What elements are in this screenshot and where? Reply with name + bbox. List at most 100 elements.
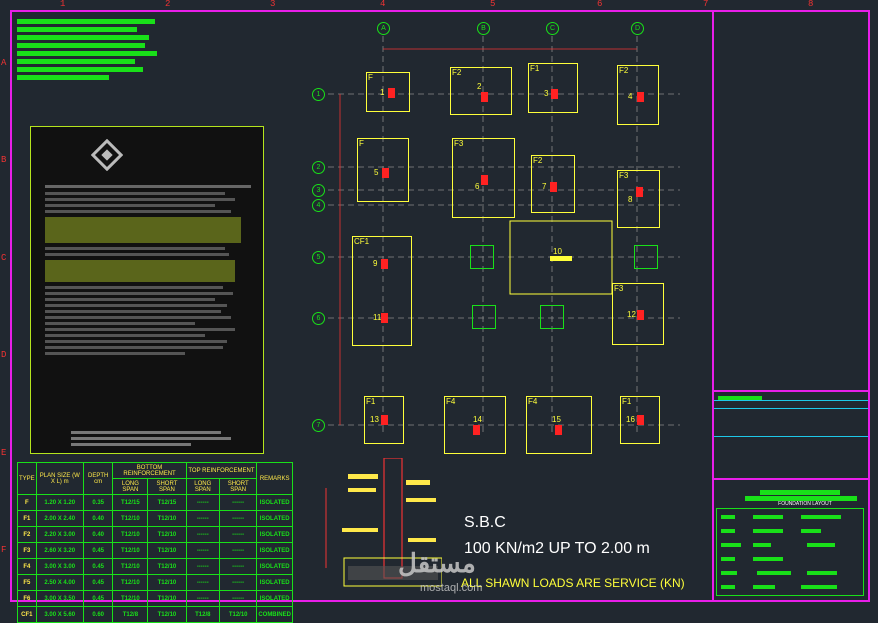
- pad-footing[interactable]: [472, 305, 496, 329]
- schedule-header-bottom-long: LONG SPAN: [112, 478, 149, 495]
- schedule-cell-ts: ------: [219, 542, 258, 559]
- schedule-cell-depth: 0.60: [82, 606, 114, 623]
- footing-1[interactable]: F 1: [366, 72, 410, 112]
- column-marker: [382, 168, 389, 178]
- column-marker: [381, 415, 388, 425]
- schedule-cell-rem: ISOLATED: [256, 590, 293, 607]
- schedule-header-remarks: REMARKS: [256, 462, 293, 495]
- column-marker: [381, 259, 388, 269]
- footing-14[interactable]: F4 14: [444, 396, 506, 454]
- title-bar: [760, 490, 840, 495]
- schedule-cell-bl: T12/10: [112, 590, 149, 607]
- title-bar: [745, 496, 857, 501]
- schedule-cell-bs: T12/10: [147, 590, 187, 607]
- ruler-col-2: 2: [165, 0, 171, 9]
- schedule-cell-ts: ------: [219, 574, 258, 591]
- schedule-cell-type: F1: [17, 510, 37, 527]
- sbc-value: 100 KN/m2 UP TO 2.00 m: [464, 540, 650, 557]
- left-ruler: A B C D E F: [0, 0, 8, 611]
- footing-2[interactable]: F2 2: [450, 67, 512, 115]
- title-block: [712, 10, 870, 602]
- footing-10[interactable]: 10: [510, 220, 614, 266]
- ruler-row-a: A: [1, 58, 7, 68]
- column-marker: [637, 92, 644, 102]
- column-marker: [550, 182, 557, 192]
- footing-6[interactable]: F3 6: [452, 138, 515, 218]
- schedule-cell-bs: T12/10: [147, 510, 187, 527]
- grid-bubble-5: 5: [312, 251, 325, 264]
- footing-7[interactable]: F2 7: [531, 155, 575, 213]
- schedule-cell-tl: ------: [185, 590, 221, 607]
- column-marker: [473, 425, 480, 435]
- schedule-cell-tl: ------: [185, 526, 221, 543]
- schedule-cell-tl: T12/8: [185, 606, 221, 623]
- footing-4[interactable]: F2 4: [617, 65, 659, 125]
- top-ruler: 1 2 3 4 5 6 7 8: [0, 0, 878, 9]
- schedule-cell-type: CF1: [17, 606, 37, 623]
- ruler-col-5: 5: [490, 0, 496, 9]
- grid-bubble-6: 6: [312, 312, 325, 325]
- sbc-title: S.B.C: [464, 514, 506, 531]
- column-marker: [481, 175, 488, 185]
- footing-5[interactable]: F 5: [357, 138, 409, 202]
- schedule-cell-depth: 0.45: [82, 590, 114, 607]
- schedule-cell-bl: T12/8: [112, 606, 149, 623]
- pad-footing[interactable]: [470, 245, 494, 269]
- grid-bubble-b: B: [477, 22, 490, 35]
- ruler-col-4: 4: [380, 0, 386, 9]
- schedule-cell-depth: 0.35: [82, 494, 114, 511]
- service-load-note: ALL SHAWN LOADS ARE SERVICE (KN): [461, 576, 685, 590]
- title-divider: [714, 390, 868, 392]
- footing-13[interactable]: F1 13: [364, 396, 404, 444]
- title-table: [716, 508, 864, 596]
- pad-footing[interactable]: [634, 245, 658, 269]
- schedule-cell-plan: 3.00 X 5.60: [35, 606, 84, 623]
- column-marker: [637, 415, 644, 425]
- schedule-cell-type: F: [17, 494, 37, 511]
- schedule-header-type: TYPE: [17, 462, 37, 495]
- grid-bubble-c: C: [546, 22, 559, 35]
- pad-footing[interactable]: [540, 305, 564, 329]
- ruler-col-8: 8: [808, 0, 814, 9]
- schedule-cell-plan: 1.20 X 1.20: [35, 494, 84, 511]
- schedule-cell-tl: ------: [185, 542, 221, 559]
- ruler-row-d: D: [1, 350, 7, 360]
- grid-bubble-d: D: [631, 22, 644, 35]
- schedule-cell-tl: ------: [185, 574, 221, 591]
- foundation-plan: [328, 36, 680, 436]
- footing-12[interactable]: F3 12: [612, 283, 664, 345]
- schedule-cell-bs: T12/15: [147, 494, 187, 511]
- schedule-cell-bl: T12/15: [112, 494, 149, 511]
- ruler-row-f: F: [1, 545, 7, 555]
- schedule-cell-depth: 0.45: [82, 558, 114, 575]
- schedule-cell-depth: 0.40: [82, 526, 114, 543]
- schedule-cell-tl: ------: [185, 510, 221, 527]
- schedule-cell-ts: ------: [219, 590, 258, 607]
- title-cell: [718, 396, 762, 400]
- footing-15[interactable]: F4 15: [526, 396, 592, 454]
- ruler-col-3: 3: [270, 0, 276, 9]
- schedule-header-top-long: LONG SPAN: [185, 478, 221, 495]
- footing-8[interactable]: F3 8: [617, 170, 660, 228]
- schedule-cell-plan: 2.50 X 4.00: [35, 574, 84, 591]
- grid-bubble-3: 3: [312, 184, 325, 197]
- column-marker: [481, 92, 488, 102]
- schedule-cell-bl: T12/10: [112, 542, 149, 559]
- schedule-cell-plan: 2.20 X 3.00: [35, 526, 84, 543]
- schedule-cell-ts: ------: [219, 526, 258, 543]
- schedule-header-bottom-short: SHORT SPAN: [147, 478, 187, 495]
- schedule-cell-bs: T12/10: [147, 558, 187, 575]
- footing-9-combined[interactable]: CF1 9 11: [352, 236, 412, 346]
- schedule-header-plan: PLAN SIZE (W X L) m: [35, 462, 84, 495]
- footing-3[interactable]: F1 3: [528, 63, 578, 113]
- schedule-cell-plan: 3.00 X 3.50: [35, 590, 84, 607]
- schedule-cell-rem: ISOLATED: [256, 558, 293, 575]
- title-line: [714, 400, 868, 401]
- ruler-col-6: 6: [597, 0, 603, 9]
- strap-column: [550, 256, 572, 261]
- footing-16[interactable]: F1 16: [620, 396, 660, 444]
